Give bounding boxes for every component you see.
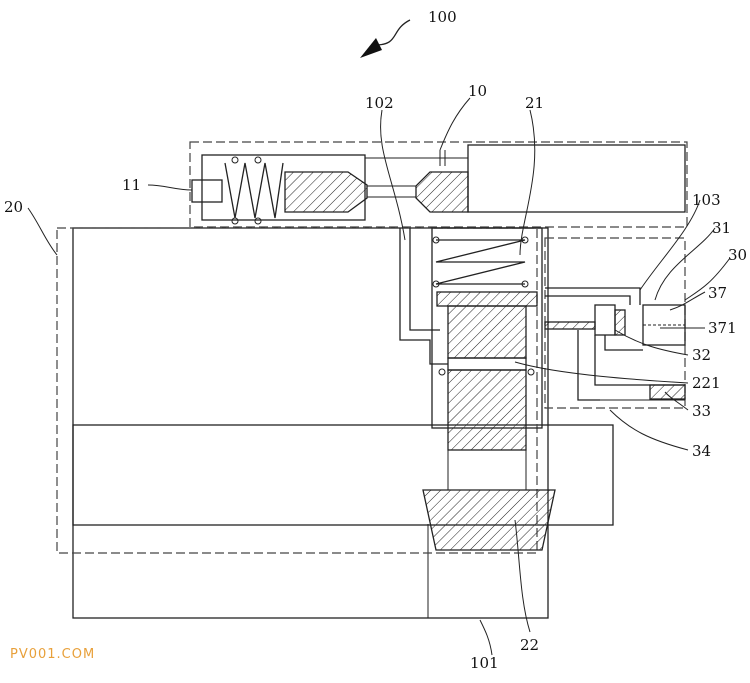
label-10: 10	[468, 82, 487, 100]
label-31: 31	[712, 219, 731, 237]
label-103: 103	[692, 191, 721, 209]
label-20: 20	[4, 198, 23, 216]
label-32: 32	[692, 346, 711, 364]
module-10	[189, 141, 688, 228]
label-37: 37	[708, 284, 727, 302]
arrow-100-head	[360, 38, 382, 58]
label-22: 22	[520, 636, 539, 654]
label-102: 102	[365, 94, 394, 112]
watermark: PV001.COM	[10, 647, 95, 662]
label-30: 30	[728, 246, 747, 264]
label-21: 21	[525, 94, 544, 112]
label-100: 100	[428, 8, 457, 26]
arrow-100	[374, 19, 411, 46]
channel-102	[399, 228, 448, 365]
base-body-101	[72, 227, 614, 619]
channel-102-inner	[409, 228, 440, 331]
label-11: 11	[122, 176, 141, 194]
label-34: 34	[692, 442, 711, 460]
housing-20-outline	[56, 227, 538, 554]
reference-labels: 100 10 102 21 11 20 103 31 30 37 371 32 …	[4, 8, 747, 672]
label-371: 371	[708, 319, 737, 337]
module-30	[544, 237, 686, 409]
label-221: 221	[692, 374, 721, 392]
center-assembly-21	[431, 227, 543, 490]
wedge-22	[422, 489, 556, 551]
label-33: 33	[692, 402, 711, 420]
leader-lines	[27, 97, 731, 656]
label-101: 101	[470, 654, 499, 672]
